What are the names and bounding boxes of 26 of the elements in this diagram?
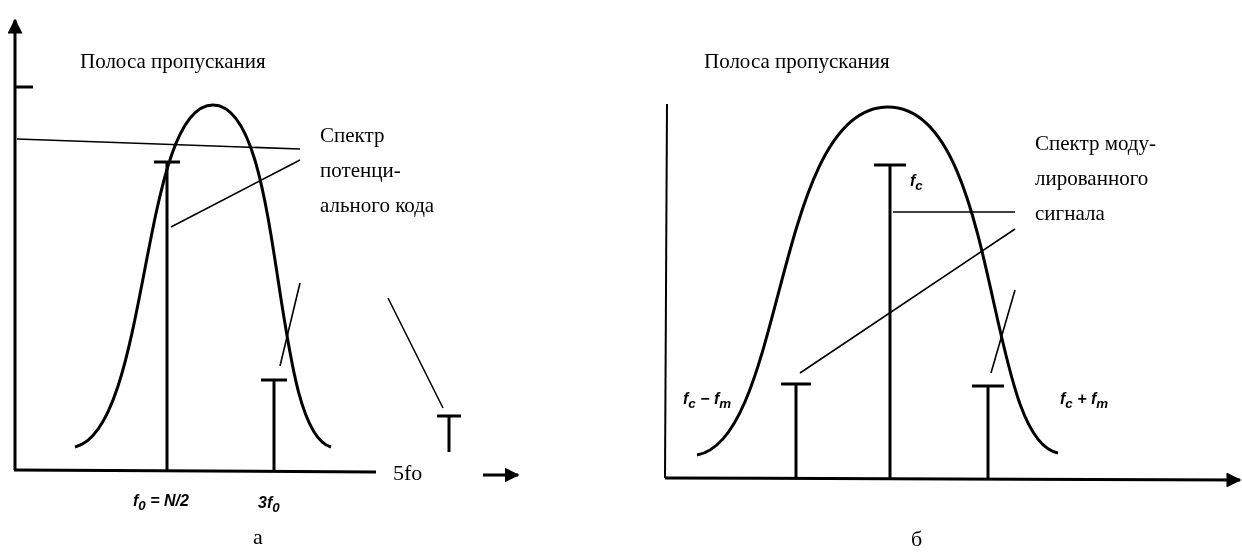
leader-line (799, 228, 1016, 374)
leader-line (170, 159, 301, 228)
leader-line (16, 138, 301, 150)
line-label: 3f$_{0}$ (258, 494, 280, 516)
leader-line (387, 297, 444, 409)
panel-label: а (253, 524, 263, 550)
panel-label: б (911, 526, 923, 552)
line-label: f$_{c}$ − f$_{m}$ (683, 390, 732, 412)
callout-text: Полоса пропускания (80, 44, 340, 79)
y-axis (7, 18, 23, 470)
line-label: f$_{c}$ + f$_{m}$ (1060, 390, 1109, 412)
spectral-line (437, 414, 461, 452)
spectral-line (154, 160, 180, 470)
spectral-line (972, 384, 1004, 479)
line-label: f$_{c}$ (910, 172, 923, 194)
axis-label: 5fo (393, 460, 423, 486)
spectral-line (261, 378, 287, 470)
spectral-line (781, 382, 811, 478)
callout-text: Спектр моду- лированного сигнала (1035, 126, 1205, 231)
line-label: f$_{0}$ = N/2 (133, 492, 189, 514)
callout-text: Полоса пропускания (704, 44, 964, 79)
leader-line (990, 289, 1016, 374)
spectral-line (874, 163, 906, 478)
callout-text: Спектр потенци- ального кода (320, 118, 440, 223)
leader-line (892, 211, 1016, 213)
leader-line (279, 282, 301, 367)
